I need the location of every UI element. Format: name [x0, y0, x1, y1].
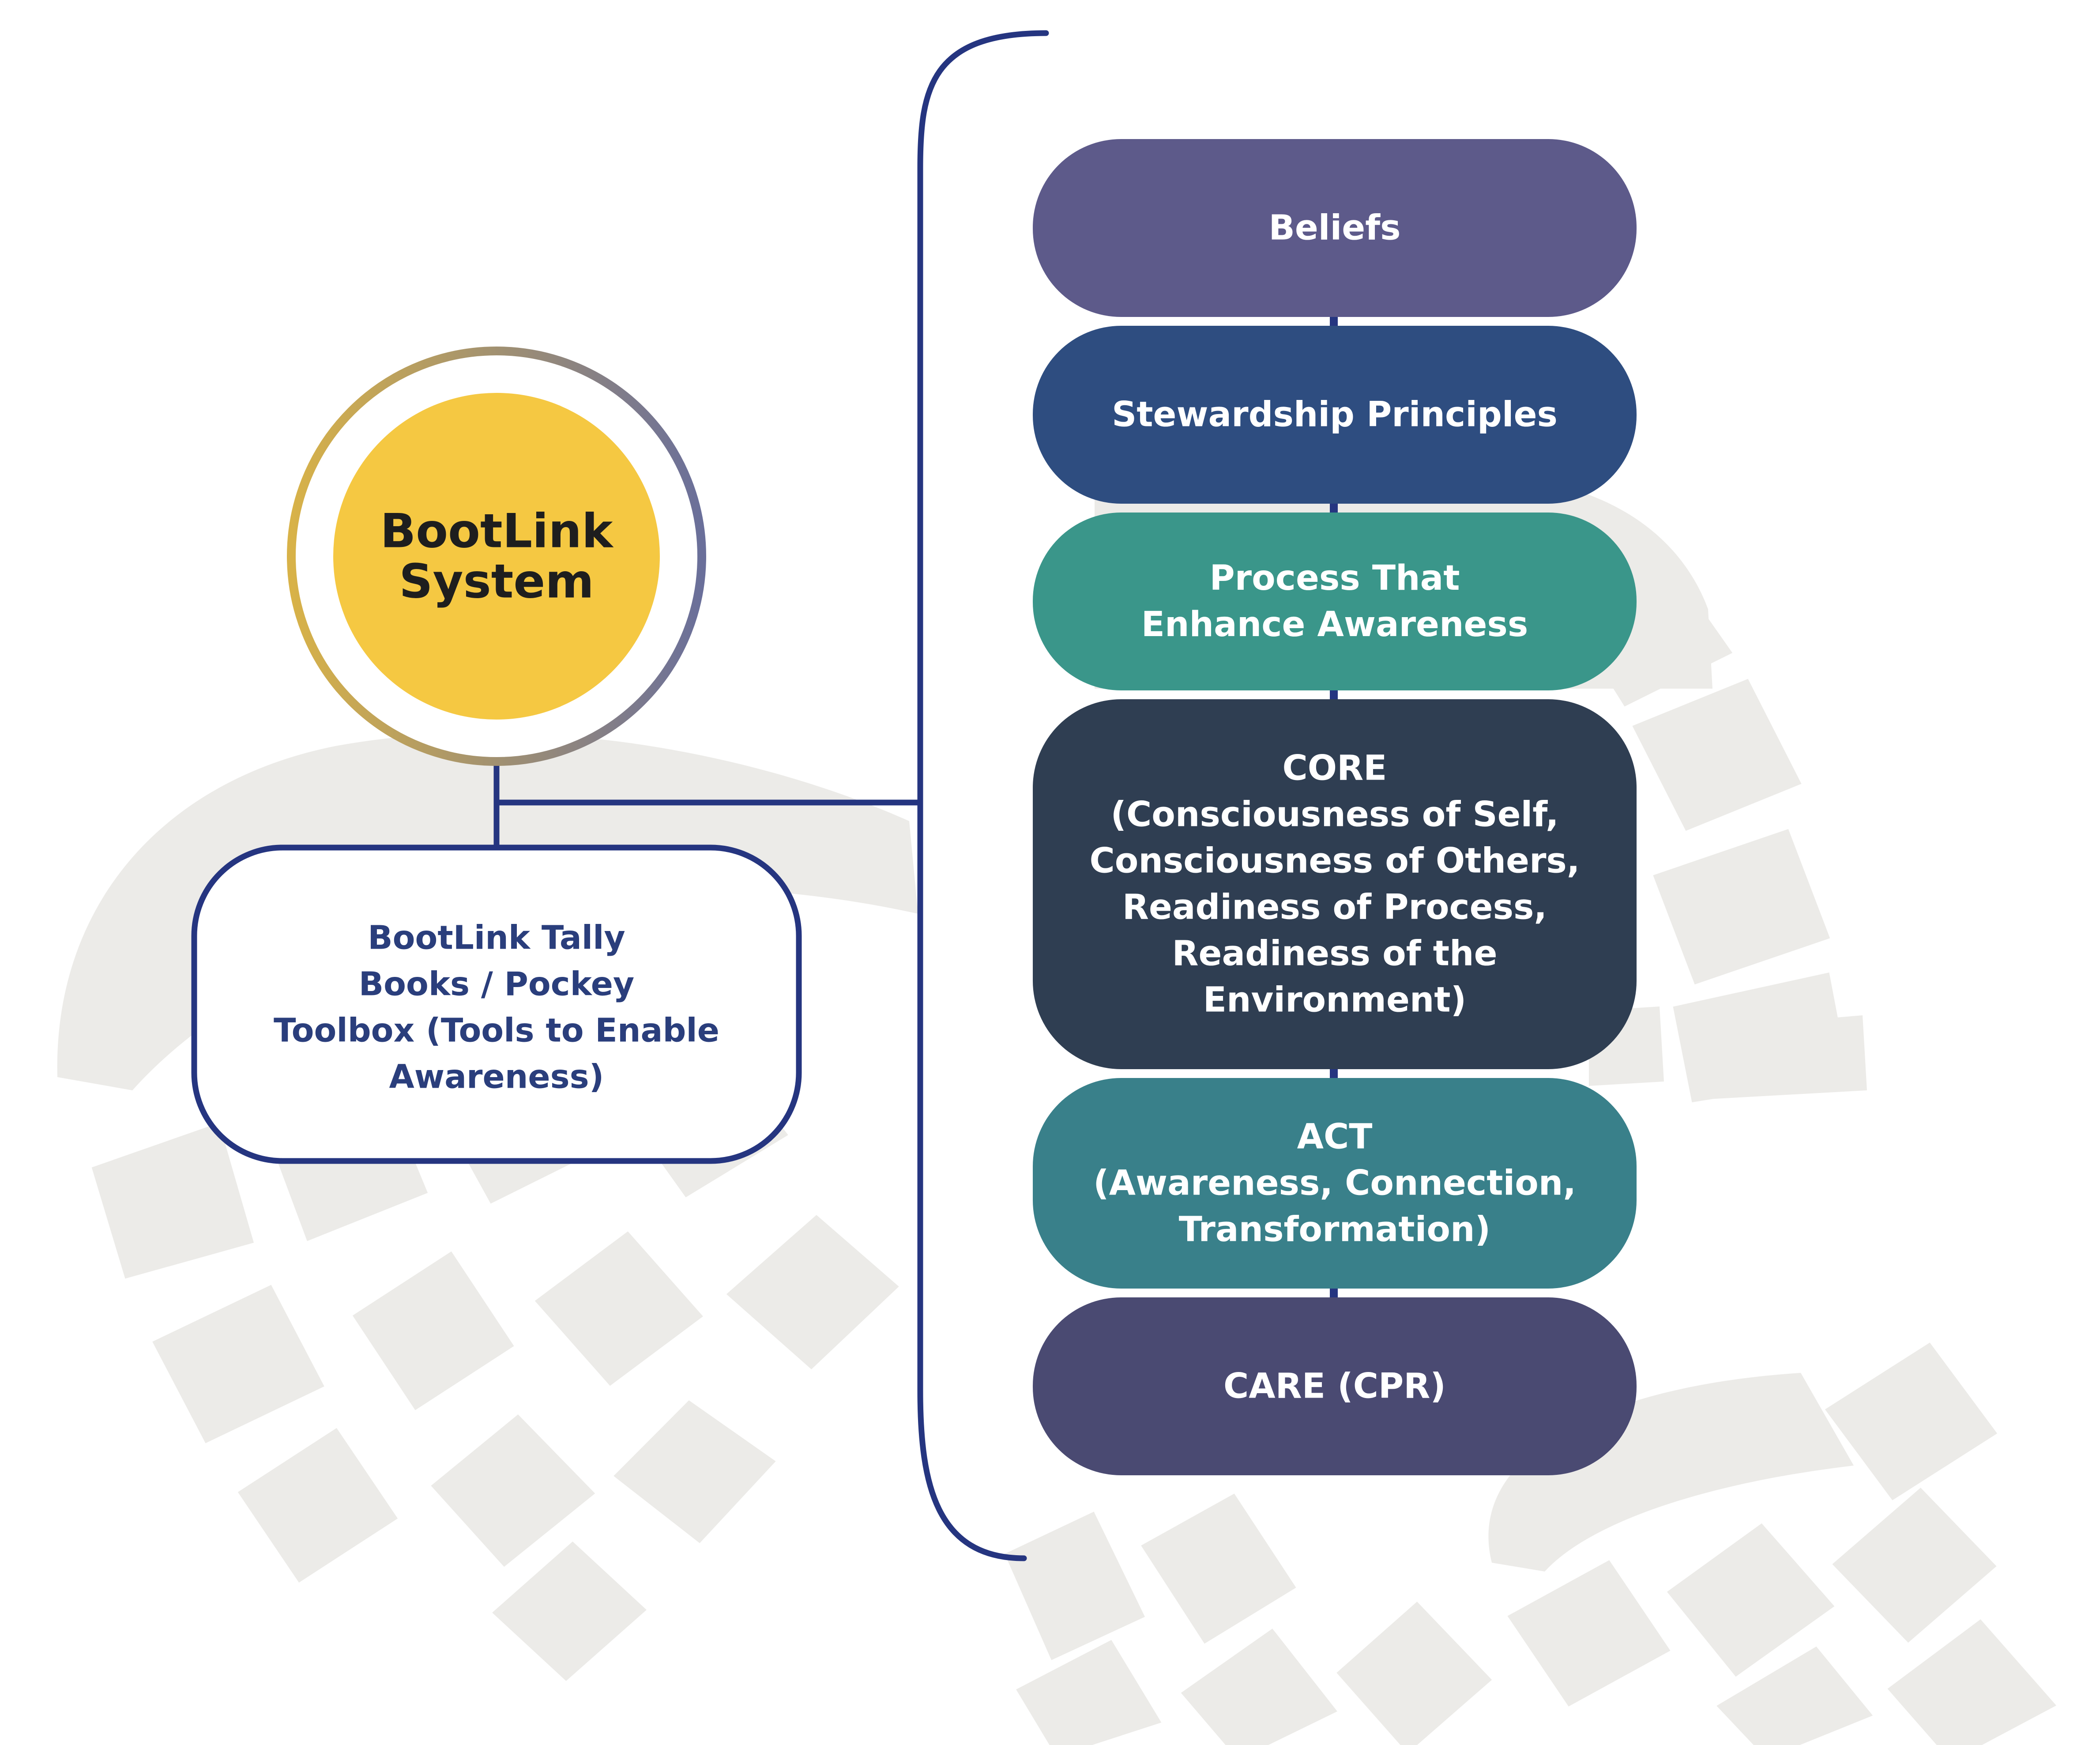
stack-pill-act [1033, 1078, 1637, 1289]
toolbox-box [191, 844, 802, 1164]
center-disc [333, 393, 660, 720]
stack-label-care-line-1: CARE (CPR) [1223, 1367, 1446, 1406]
stack-item-act: ACT (Awareness, Connection, Transformation… [1033, 1078, 1637, 1289]
boot-footprint-icon [57, 476, 2057, 1745]
stack-label-core-line-2: (Consciousness of Self, [1110, 795, 1558, 835]
stack-pill-care [1033, 1297, 1637, 1475]
center-title-line-2: System [399, 554, 594, 609]
center-title-line-1: BootLink [380, 504, 614, 558]
stack-pill-core [1033, 699, 1637, 1069]
stack-item-care: CARE (CPR) [1033, 1297, 1637, 1475]
stack-label-act-line-3: Transformation) [1179, 1210, 1490, 1250]
stack-label-stewardship-principles-line-1: Stewardship Principles [1112, 395, 1558, 435]
toolbox-line-1: BootLink Tally [368, 919, 625, 957]
connector-lines [493, 30, 1049, 1561]
stack-label-core-line-6: Environment) [1203, 980, 1467, 1020]
stack-label-beliefs: Beliefs [1268, 208, 1400, 248]
stack-label-core-line-4: Readiness of Process, [1122, 888, 1547, 927]
stack-label-care: CARE (CPR) [1223, 1367, 1446, 1406]
stack-item-beliefs: Beliefs [1033, 139, 1637, 317]
toolbox-line-3: Toolbox (Tools to Enable [274, 1012, 719, 1050]
stack-item-stewardship-principles: Stewardship Principles [1033, 326, 1637, 504]
stack-label-core-line-1: CORE [1283, 749, 1387, 788]
stack-label-process-awareness-line-1: Process That [1209, 558, 1460, 598]
stack-label-core: CORE (Consciousness of Self, Consciousness… [1090, 749, 1580, 1020]
stack-pill-stewardship-principles [1033, 326, 1637, 504]
stack-label-act-line-2: (Awareness, Connection, [1093, 1164, 1576, 1203]
stack-label-act-line-1: ACT [1297, 1117, 1373, 1157]
stack-item-core: CORE (Consciousness of Self, Consciousness… [1033, 699, 1637, 1069]
stack-label-act: ACT (Awareness, Connection, Transformation… [1093, 1117, 1576, 1250]
stack-label-core-line-3: Consciousness of Others, [1090, 841, 1580, 881]
stack-label-core-line-5: Readiness of the [1172, 934, 1497, 974]
toolbox-line-4: Awareness) [389, 1058, 604, 1096]
stack-label-stewardship-principles: Stewardship Principles [1112, 395, 1558, 435]
stack-label-beliefs-line-1: Beliefs [1268, 208, 1400, 248]
stack-pill-process-awareness [1033, 513, 1637, 690]
stack-bracket [917, 30, 1049, 1561]
stack-pill-beliefs [1033, 139, 1637, 317]
toolbox-line-2: Books / Pockey [359, 965, 634, 1003]
stack-label-process-awareness-line-2: Enhance Awareness [1141, 605, 1528, 644]
